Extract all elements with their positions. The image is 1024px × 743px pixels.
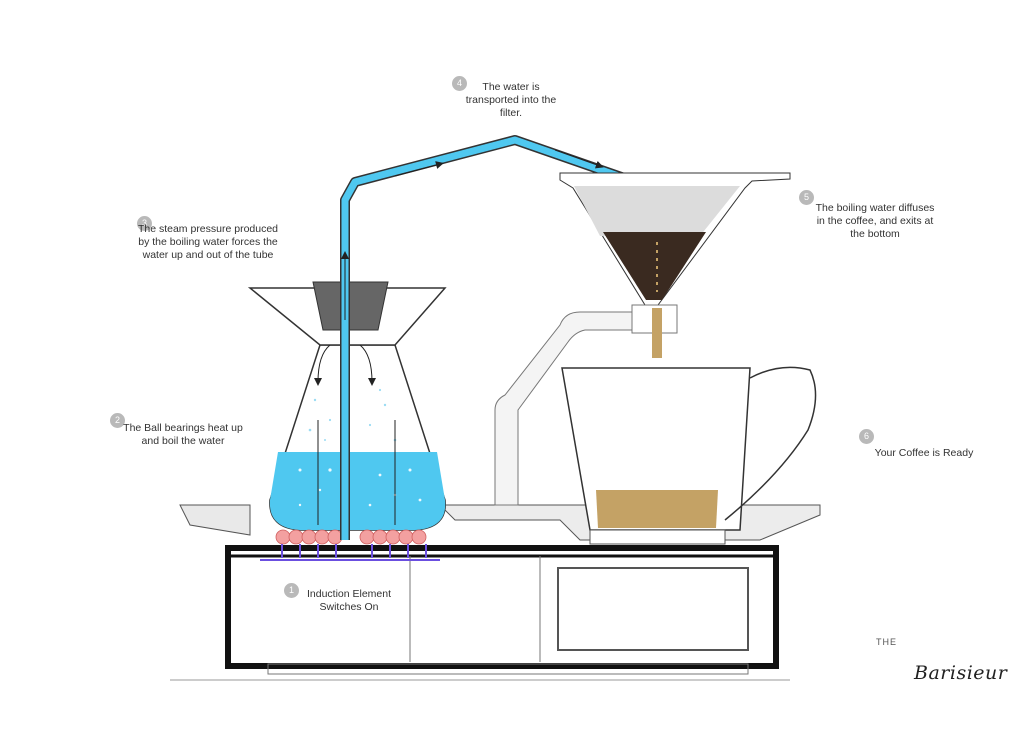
boiling-flask — [247, 281, 447, 531]
induction-coil — [260, 544, 440, 561]
coffee-filter — [559, 172, 791, 422]
step-badge: 4 — [452, 76, 467, 91]
ball-bearings — [275, 529, 427, 545]
step-label: Your Coffee is Ready — [874, 447, 974, 459]
step-label: The boiling water diffuses in the coffee… — [815, 202, 935, 240]
flow-arrows — [314, 344, 396, 525]
step-badge: 5 — [799, 190, 814, 205]
step-badge: 1 — [284, 583, 299, 598]
step-label: Induction Element Switches On — [306, 588, 392, 613]
step-badge: 2 — [110, 413, 125, 428]
coffee-cup — [561, 366, 817, 545]
brand-logo: Barisieur — [914, 662, 1008, 684]
step-label: The Ball bearings heat up and boil the w… — [123, 422, 243, 447]
support-arm — [494, 311, 641, 506]
step-badge: 3 — [137, 216, 152, 231]
logo-prefix: THE — [876, 637, 897, 647]
step-badge: 6 — [859, 429, 874, 444]
step-label: The water is transported into the filter… — [465, 81, 557, 119]
step-label: The steam pressure produced by the boili… — [137, 223, 279, 261]
